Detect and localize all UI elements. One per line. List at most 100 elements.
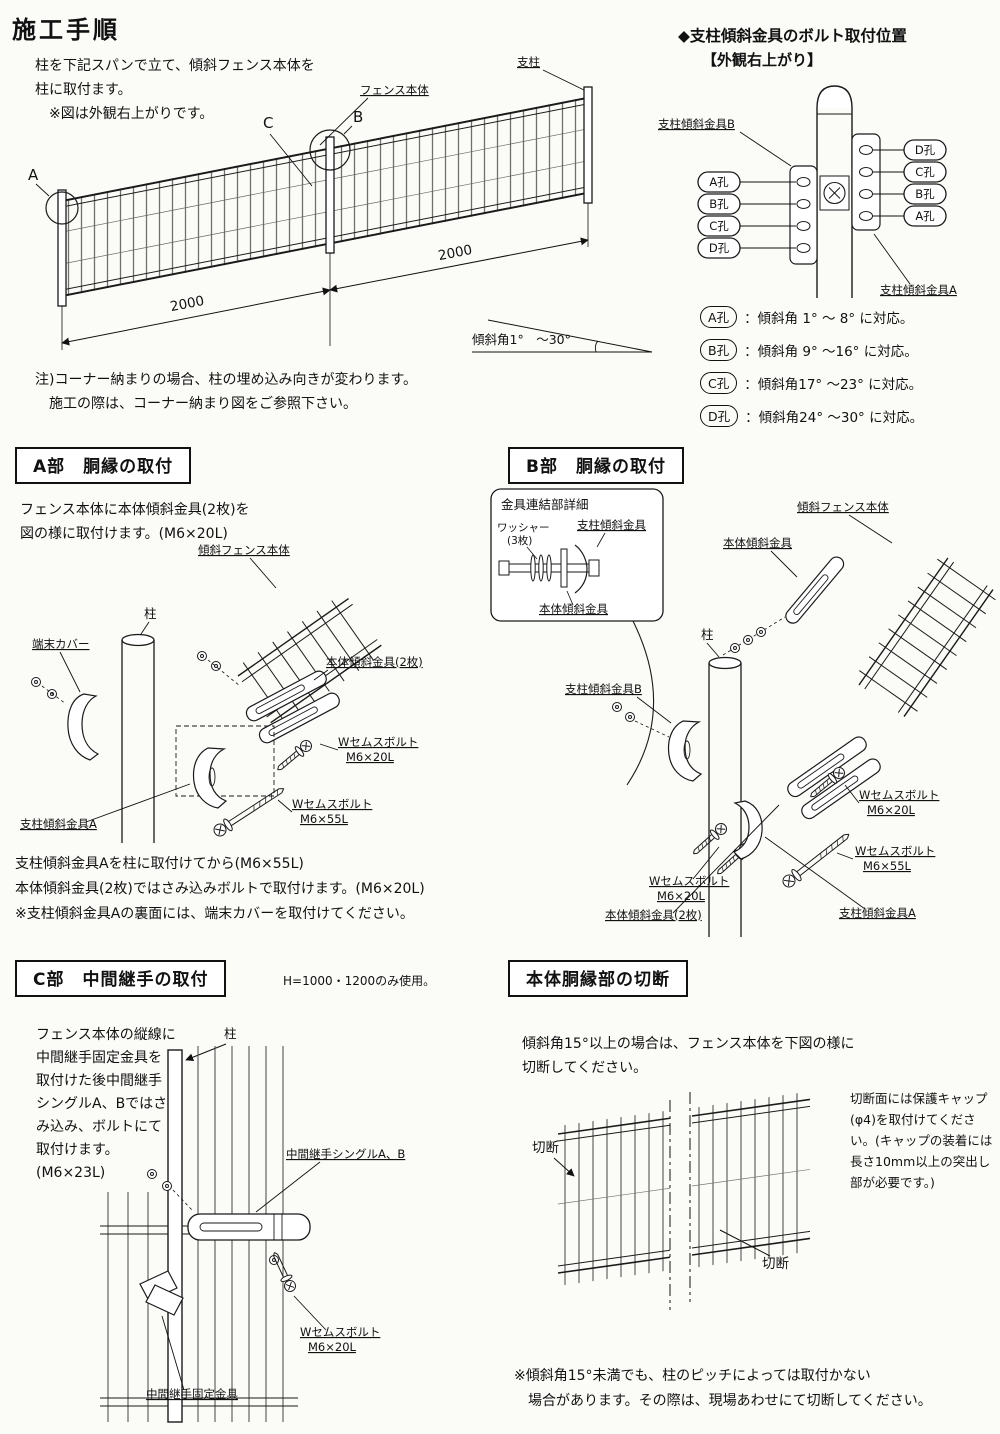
washer-icon [756, 627, 766, 637]
hole-label: D孔 [709, 241, 730, 255]
label-w-bolt: Wセムスボルト [292, 797, 372, 811]
cut-side-note-line: (φ4)を取付けてくださ [850, 1112, 976, 1127]
section-c-desc-line: み込み、ボルトにて [36, 1119, 162, 1135]
left-hole-callouts: A孔 B孔 C孔 D孔 [697, 171, 796, 259]
label-shichu: 支柱 [517, 55, 540, 69]
detail-circle-b [309, 129, 351, 171]
label-post: 柱 [224, 1026, 237, 1041]
callout-a: A [28, 166, 39, 184]
hole-label: C孔 [915, 165, 935, 179]
label-m6-20: M6×20L [657, 889, 706, 903]
label-w-bolt: Wセムスボルト [338, 735, 418, 749]
joint-detail-inset: 金具連結部詳細 ワッシャー (3枚) 支柱傾斜金具 本体傾斜金具 [490, 488, 664, 622]
label-m6-20: M6×20L [346, 750, 395, 764]
label-end-cover: 端末カバー [32, 637, 90, 651]
post-bracket-a [732, 800, 763, 860]
label-slope-fence: 傾斜フェンス本体 [797, 500, 889, 514]
inset-pointer [626, 620, 655, 786]
section-c-desc-line: フェンス本体の縦線に [36, 1027, 176, 1043]
hole-label: B孔 [709, 197, 729, 211]
section-c-desc: フェンス本体の縦線に 中間継手固定金具を 取付けた後中間継手 シングルA、Bでは… [36, 1024, 176, 1185]
overview-fence-drawing: A B C 支柱 フェンス本体 2000 2000 傾斜角1° 〜30° [28, 55, 653, 353]
label-cut-left: 切断 [532, 1140, 559, 1156]
bolt-position-subtitle: 【外観右上がり】 [702, 51, 823, 69]
label-body-bracket: 本体傾斜金具(2枚) [326, 655, 423, 669]
label-m6-20: M6×20L [867, 803, 916, 817]
inset-washer-label-2: (3枚) [507, 534, 532, 547]
body-bracket-upper [785, 556, 845, 624]
legend-desc: ：傾斜角 9° 〜16° に対応。 [744, 344, 918, 360]
label-w-bolt: Wセムスボルト [300, 1325, 380, 1339]
legend-row: A孔 ：傾斜角 1° 〜 8° に対応。 [700, 306, 923, 328]
intro-line-2: 柱に取付ます。 [35, 82, 132, 98]
label-w-bolt: Wセムスボルト [859, 788, 939, 802]
cut-foot-1: ※傾斜角15°未満でも、柱のピッチによっては取付かない [514, 1368, 871, 1384]
section-a-footer: 支柱傾斜金具Aを柱に取付けてから(M6×55L) 本体傾斜金具(2枚)ではさみ込… [15, 852, 425, 927]
legend-row: C孔 ：傾斜角17° 〜23° に対応。 [700, 372, 923, 394]
center-connector [819, 175, 850, 211]
post [121, 633, 155, 843]
label-m6-55: M6×55L [300, 812, 349, 826]
corner-note-2: 施工の際は、コーナー納まり図をご参照下さい。 [49, 396, 357, 412]
corner-note-1: 注)コーナー納まりの場合、柱の埋め込み向きが変わります。 [35, 372, 418, 388]
body-bracket-1 [245, 670, 327, 722]
cut-side-note-line: 長さ10mm以上の突出し [850, 1154, 991, 1169]
hole-label: B孔 [915, 187, 935, 201]
post [708, 656, 742, 937]
legend-desc: ：傾斜角24° 〜30° に対応。 [745, 410, 924, 426]
cut-side-note-line: い。(キャップの装着には [850, 1133, 993, 1148]
slope-angle-label: 傾斜角1° 〜30° [472, 332, 571, 347]
label-bracket-b: 支柱傾斜金具B [658, 117, 735, 131]
post-middle [325, 136, 335, 254]
legend-row: D孔 ：傾斜角24° 〜30° に対応。 [700, 405, 923, 427]
label-w-bolt: Wセムスボルト [649, 874, 729, 888]
right-hole-callouts: D孔 C孔 B孔 A孔 [873, 139, 947, 227]
label-fence-body: フェンス本体 [360, 83, 429, 97]
label-m6-20: M6×20L [308, 1340, 357, 1354]
inset-washer-label-1: ワッシャー [497, 522, 550, 534]
post-bracket-a [192, 747, 228, 809]
hole-pill: B孔 [700, 339, 738, 361]
section-cut-drawing: 切断 切断 [532, 1091, 810, 1310]
section-c-desc-line: 中間継手固定金具を [36, 1050, 162, 1066]
hole-label: C孔 [709, 219, 729, 233]
hole-pill: C孔 [700, 372, 738, 394]
section-a-foot-1: 支柱傾斜金具Aを柱に取付けてから(M6×55L) [15, 856, 304, 872]
post-left [57, 189, 67, 307]
section-cut-desc-2: 切断してください。 [522, 1060, 648, 1076]
bolt-position-drawing: A孔 B孔 C孔 D孔 D孔 C孔 B孔 A孔 [658, 85, 957, 298]
dimension-2: 2000 [437, 242, 474, 264]
section-c-note: H=1000・1200のみ使用。 [283, 974, 436, 988]
section-cut-header: 本体胴縁部の切断 [508, 960, 688, 997]
section-c-header: C部 中間継手の取付 [15, 960, 227, 997]
label-m6-55: M6×55L [863, 859, 912, 873]
washer-icon [197, 651, 207, 661]
hole-pill: A孔 [700, 306, 738, 328]
washer-icon [162, 1181, 172, 1191]
fence-ladder [858, 557, 996, 717]
hidden-assembly-box [175, 725, 275, 797]
section-a-foot-3: ※支柱傾斜金具Aの裏面には、端末カバーを取付けてください。 [15, 906, 414, 922]
inset-body-bracket-label: 本体傾斜金具 [539, 602, 608, 616]
label-joint-single: 中間継手シングルA、B [286, 1147, 405, 1161]
section-a-foot-2: 本体傾斜金具(2枚)ではさみ込みボルトで取付けます。(M6×20L) [15, 881, 425, 897]
section-c-desc-line: 取付けます。 [36, 1142, 119, 1158]
screw-icon [273, 737, 315, 775]
joint-fixing-bracket [139, 1270, 184, 1316]
section-a-desc-1: フェンス本体に本体傾斜金具(2枚)を [20, 502, 250, 518]
inset-post-bracket-label: 支柱傾斜金具 [577, 518, 646, 532]
label-post-bracket-a: 支柱傾斜金具A [20, 817, 97, 831]
section-cut-desc: 傾斜角15°以上の場合は、フェンス本体を下図の様に 切断してください。 [522, 1032, 855, 1080]
label-body-bracket: 本体傾斜金具 [723, 536, 792, 550]
bolt-position-title: ◆支柱傾斜金具のボルト取付位置 [678, 27, 907, 45]
page-title: 施工手順 [12, 16, 120, 44]
washer-icon [31, 677, 41, 687]
long-bolt-icon [210, 782, 288, 840]
mesh-panel-left [558, 1110, 670, 1286]
label-post-bracket-a: 支柱傾斜金具A [839, 906, 916, 920]
post-bracket-b [667, 720, 703, 782]
section-a-drawing: 傾斜フェンス本体 柱 端末カバー 本体傾斜金具(2枚) [20, 543, 423, 843]
intro-line-3: ※図は外観右上がりです。 [49, 106, 214, 122]
cut-side-note: 切断面には保護キャップ (φ4)を取付けてくださ い。(キャップの装着には 長さ… [850, 1088, 992, 1193]
